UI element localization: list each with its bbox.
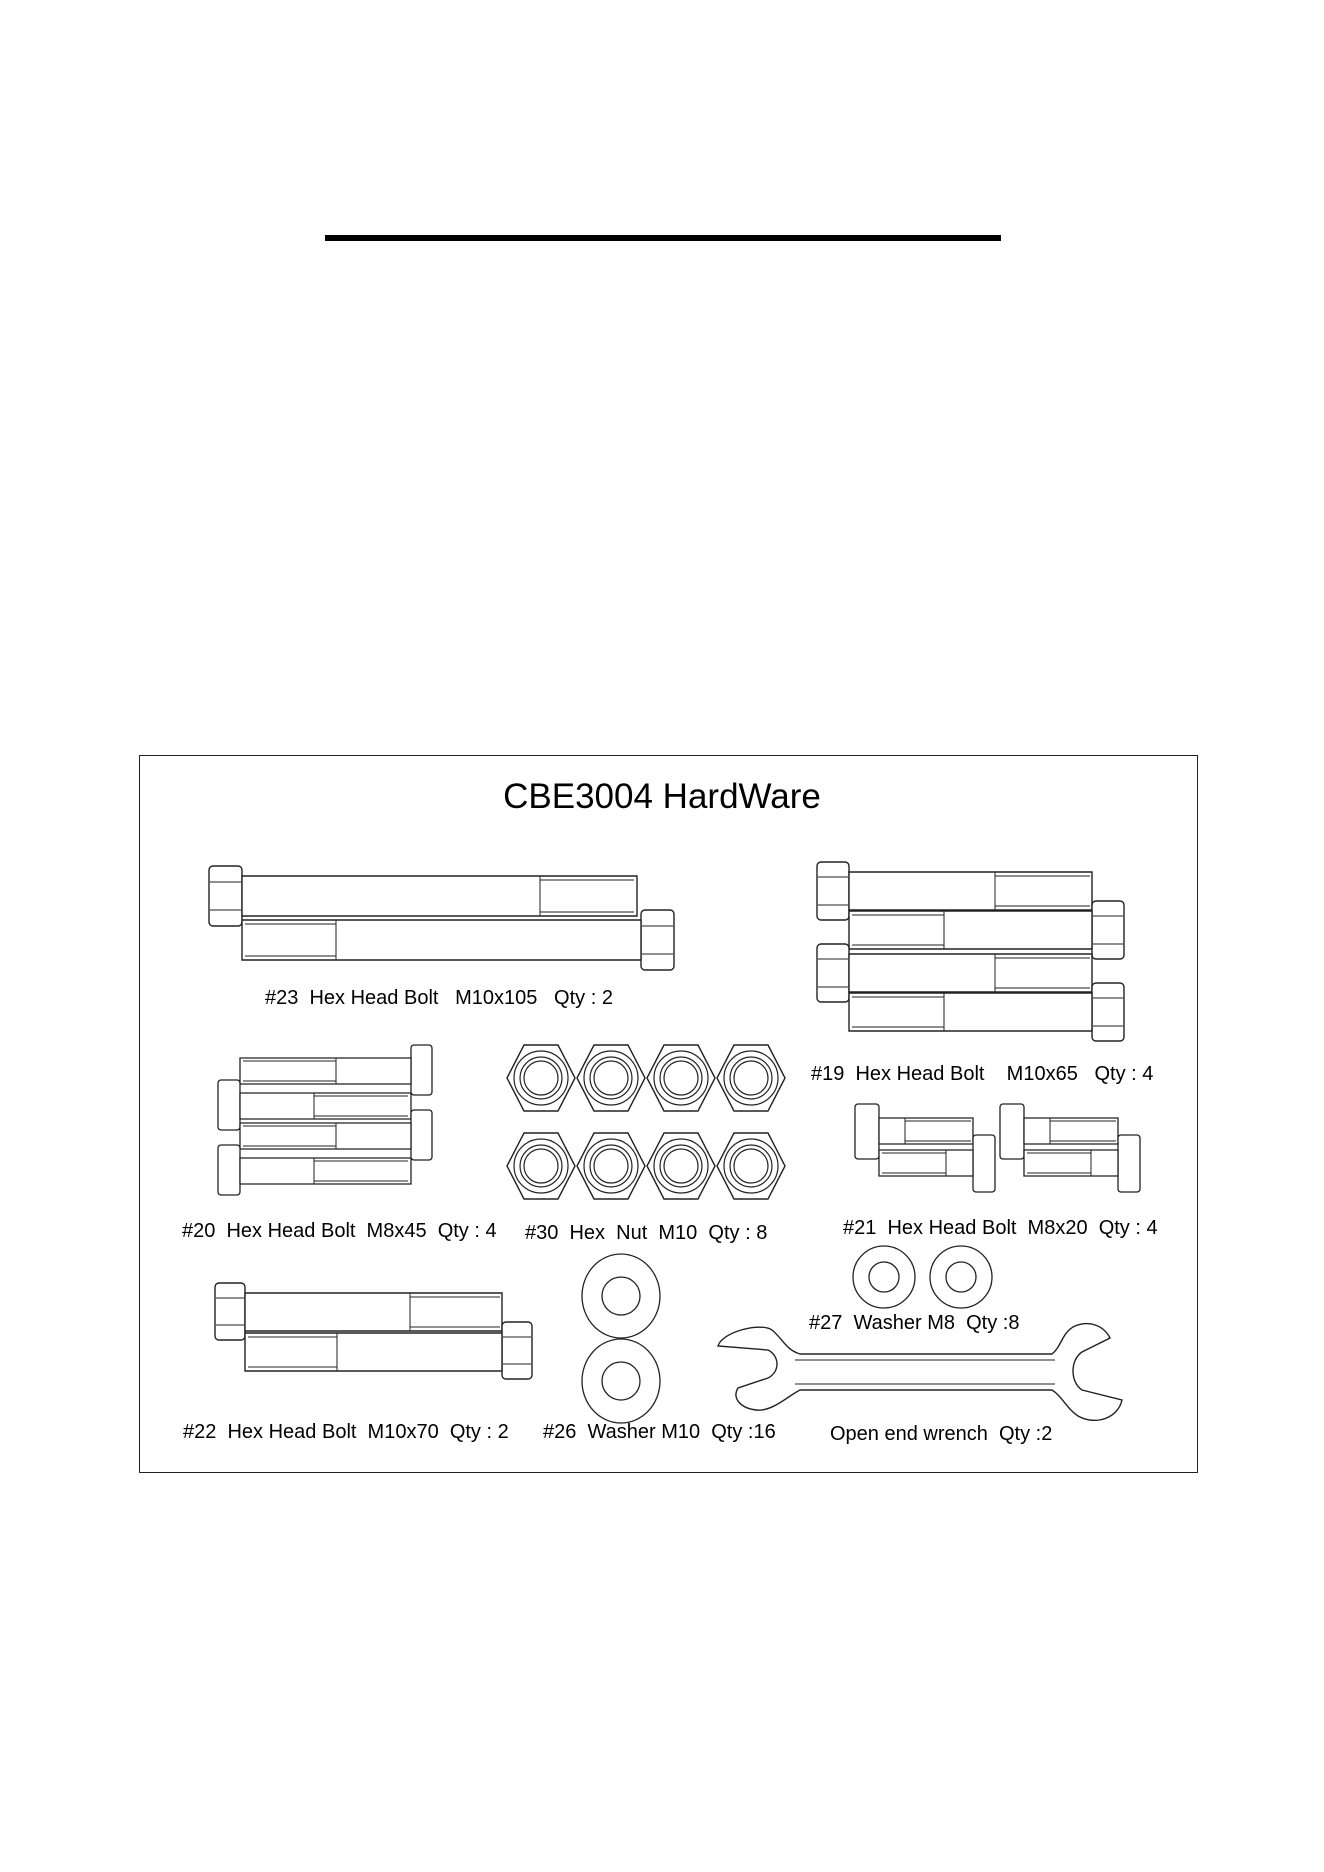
washer-26-drawing bbox=[582, 1254, 660, 1423]
nut-30-drawing bbox=[506, 1044, 786, 1200]
washer-27-drawing bbox=[853, 1246, 992, 1308]
header-rule bbox=[325, 235, 1001, 241]
part-26-label: #26 Washer M10 Qty :16 bbox=[543, 1421, 776, 1443]
part-27-label: #27 Washer M8 Qty :8 bbox=[809, 1312, 1020, 1334]
part-20-label: #20 Hex Head Bolt M8x45 Qty : 4 bbox=[182, 1220, 497, 1242]
bolt-21-drawing bbox=[855, 1104, 1140, 1192]
wrench-drawing bbox=[718, 1324, 1122, 1421]
part-22-label: #22 Hex Head Bolt M10x70 Qty : 2 bbox=[183, 1421, 509, 1443]
part-30-label: #30 Hex Nut M10 Qty : 8 bbox=[525, 1222, 768, 1244]
part-21-label: #21 Hex Head Bolt M8x20 Qty : 4 bbox=[843, 1217, 1158, 1239]
bolt-23-drawing bbox=[209, 866, 674, 970]
wrench-label: Open end wrench Qty :2 bbox=[830, 1423, 1053, 1445]
panel-title: CBE3004 HardWare bbox=[503, 777, 821, 816]
part-23-label: #23 Hex Head Bolt M10x105 Qty : 2 bbox=[265, 987, 613, 1009]
bolt-22-drawing bbox=[215, 1283, 532, 1379]
bolt-20-drawing bbox=[218, 1045, 432, 1195]
hardware-panel bbox=[139, 755, 1198, 1473]
part-19-label: #19 Hex Head Bolt M10x65 Qty : 4 bbox=[811, 1063, 1154, 1085]
bolt-19-drawing bbox=[817, 862, 1124, 1041]
